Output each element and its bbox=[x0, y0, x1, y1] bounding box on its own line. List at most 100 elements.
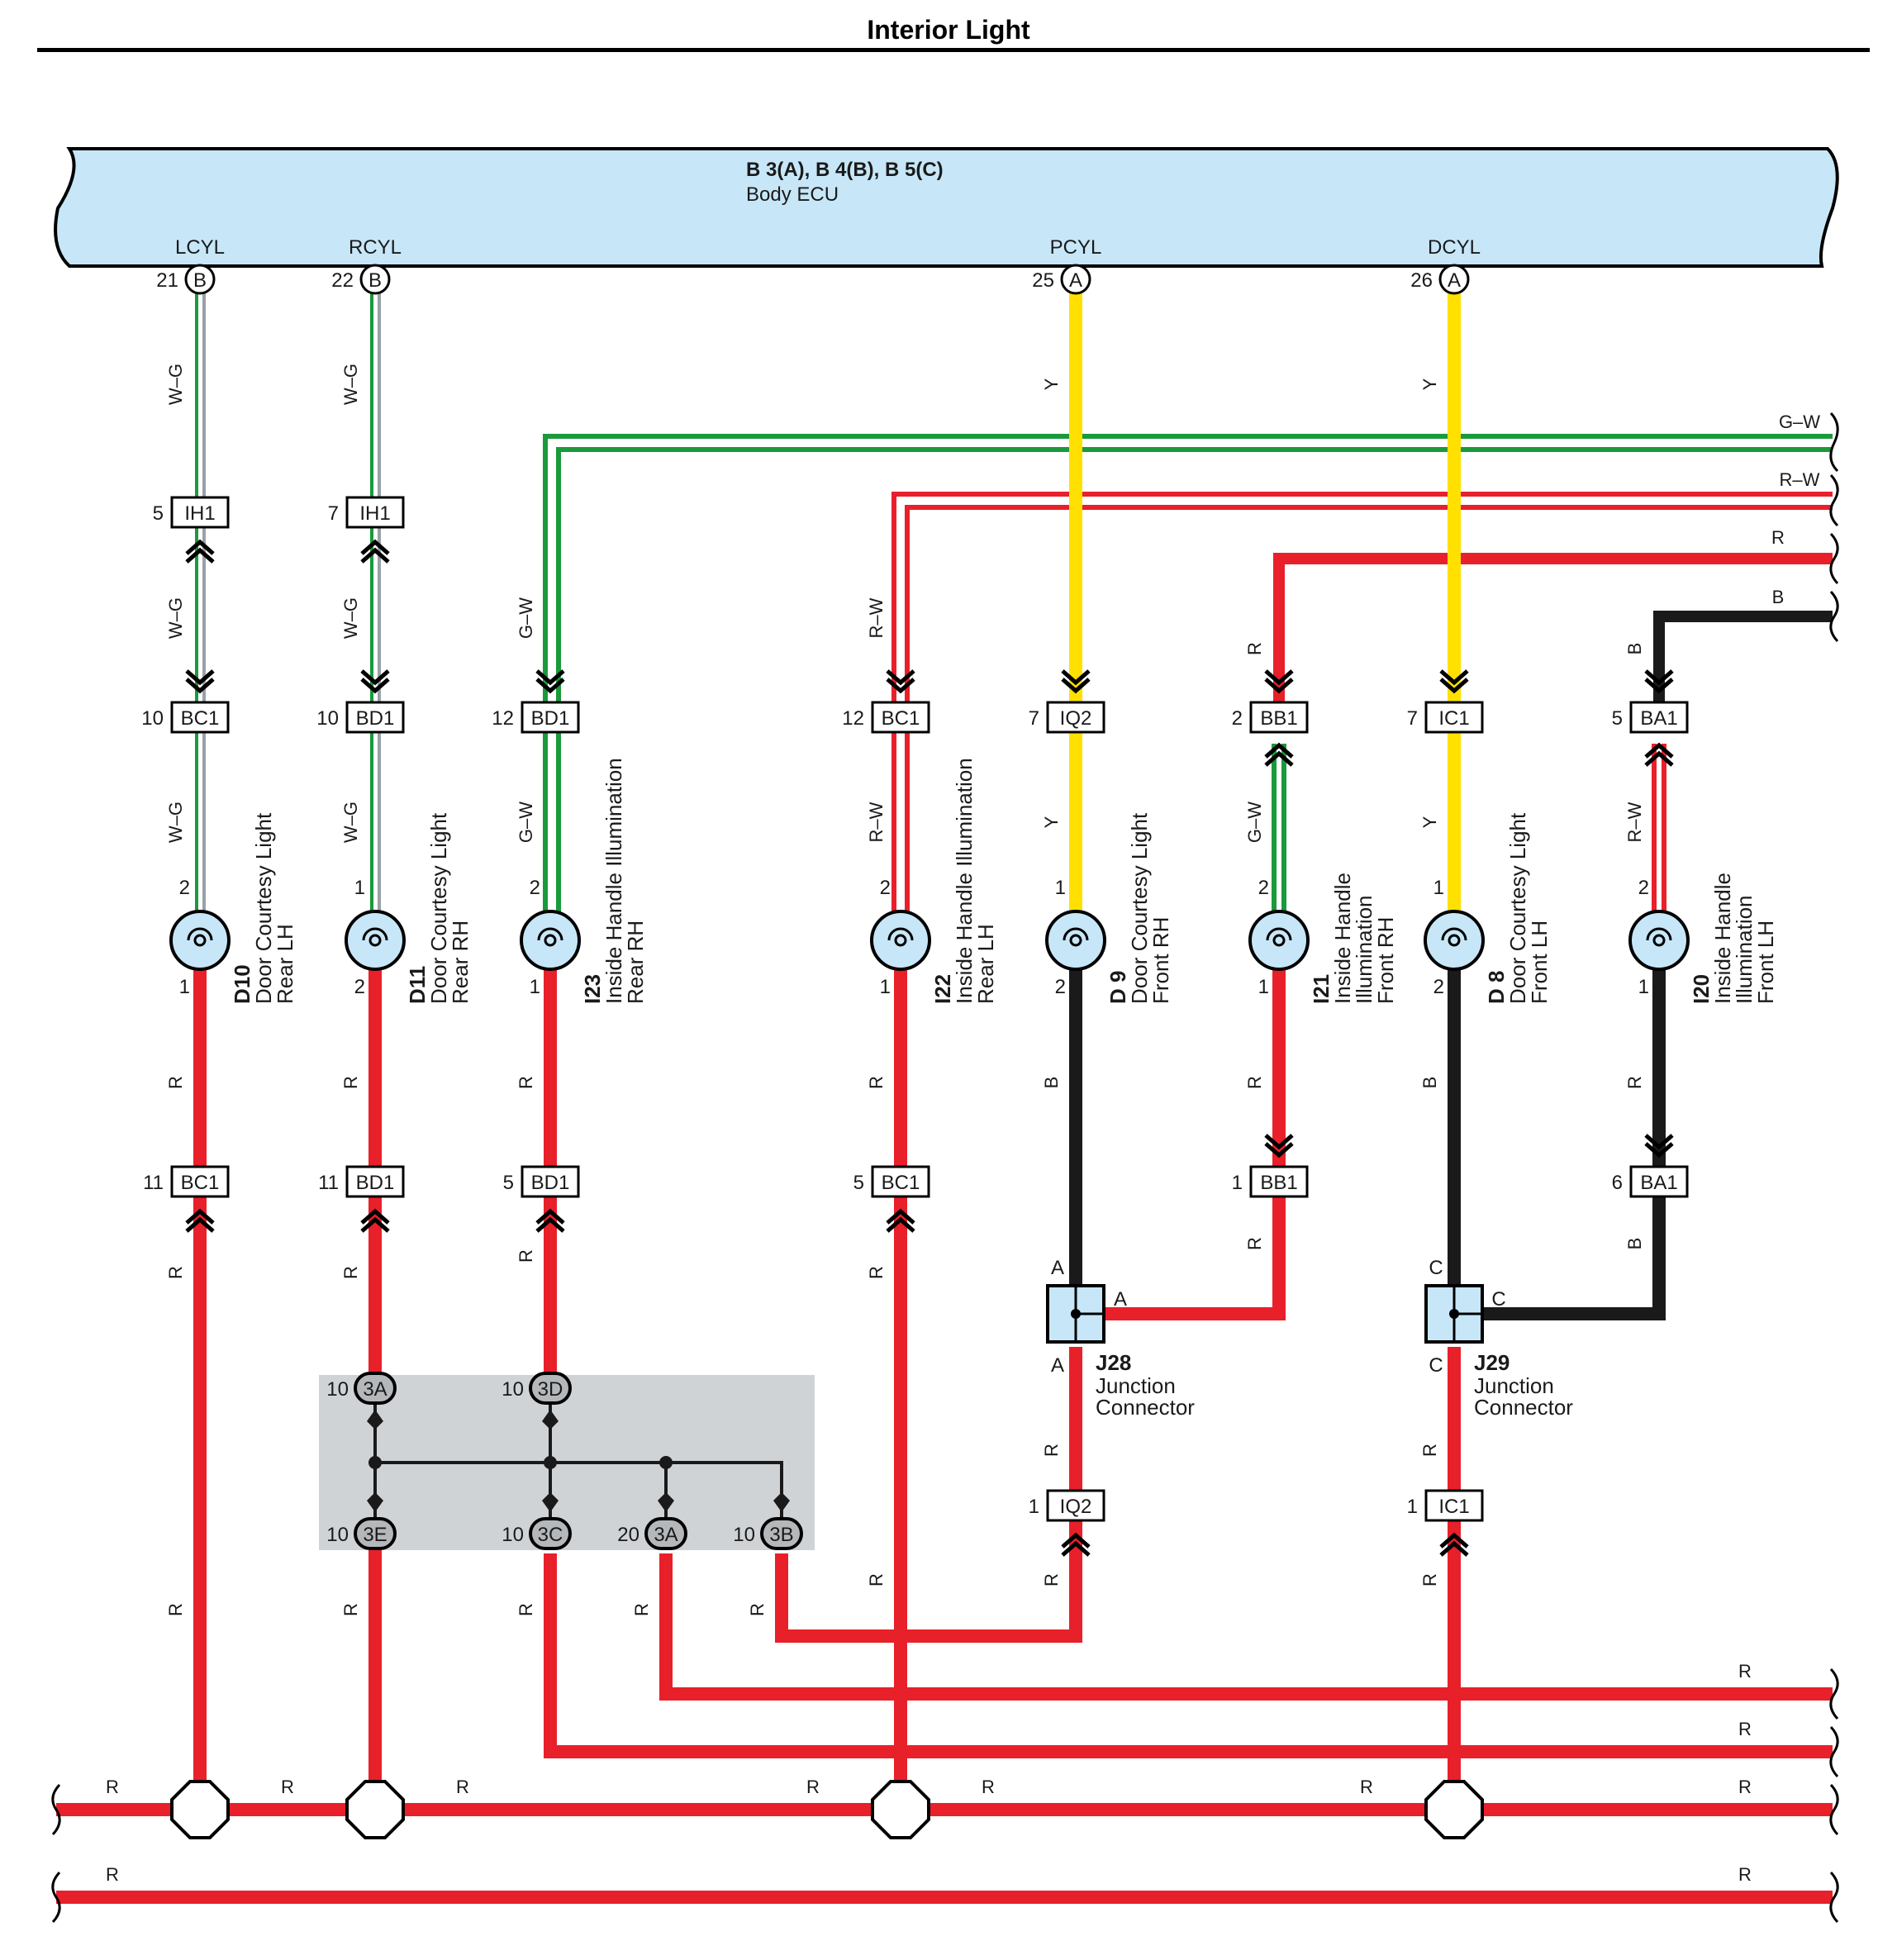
chevron-down-icon bbox=[1264, 669, 1294, 686]
connector-low-name: BD1 bbox=[356, 1172, 395, 1194]
wire-label-lamp: Y bbox=[1419, 816, 1440, 828]
ecu-terminal-pin: 25 bbox=[1032, 269, 1054, 292]
wire-label-bottom: R bbox=[165, 1266, 186, 1279]
device-id: D10 bbox=[230, 964, 254, 1004]
connector-junction-pin: 1 bbox=[1029, 1496, 1039, 1518]
lamp-filament-icon bbox=[1448, 934, 1461, 947]
term-label-dcyl: DCYL bbox=[1428, 236, 1481, 259]
lamp-pin-bottom: 2 bbox=[354, 976, 365, 998]
connector-mid-pin: 2 bbox=[1232, 707, 1243, 730]
lamp-pin-top: 2 bbox=[530, 877, 540, 899]
wire-label-low: R bbox=[516, 1076, 536, 1089]
wire-label-top: R bbox=[1244, 642, 1265, 655]
wire-label-jb: R bbox=[340, 1603, 361, 1616]
wire-label-junction-after: R bbox=[1041, 1573, 1062, 1587]
device-name: Rear RH bbox=[623, 921, 648, 1004]
device-name: Inside Handle Illumination bbox=[952, 758, 977, 1004]
lamp-pin-top: 2 bbox=[1638, 877, 1649, 899]
wire-r-w-i22 bbox=[891, 492, 1833, 917]
jb-bottom-box bbox=[644, 1517, 687, 1550]
lamp-filament-icon bbox=[544, 934, 557, 947]
wire-label-lamp: R–W bbox=[1624, 802, 1645, 842]
wire-g-w-i23 bbox=[543, 434, 1833, 917]
chevron-down-icon bbox=[1264, 1134, 1294, 1150]
wire-label-lamp: R–W bbox=[866, 802, 887, 842]
device-name: Inside Handle Illumination bbox=[601, 758, 626, 1004]
connector-low-pin: 1 bbox=[1232, 1172, 1243, 1194]
wire-label-top: W–G bbox=[165, 364, 186, 405]
connector-mid-pin: 7 bbox=[1029, 707, 1039, 730]
lamp-filament-icon bbox=[193, 934, 207, 947]
chevron-down-icon bbox=[1644, 678, 1674, 694]
junction-terminal: C bbox=[1429, 1354, 1443, 1377]
connector-mid-box bbox=[1249, 701, 1309, 734]
wire-label-lamp: G–W bbox=[516, 802, 536, 843]
lamp-pin-bottom: 1 bbox=[880, 976, 891, 998]
device-name: Rear RH bbox=[448, 921, 473, 1004]
term-label-lcyl: LCYL bbox=[175, 236, 225, 259]
chevron-up-icon bbox=[1264, 742, 1294, 759]
bus-label: R bbox=[1738, 1777, 1752, 1797]
jb-bottom-box bbox=[529, 1517, 572, 1550]
lamp-bulb-icon bbox=[1424, 910, 1485, 971]
device-id: I23 bbox=[580, 974, 605, 1004]
chevron-up-icon bbox=[1061, 1532, 1091, 1548]
connector-low-box bbox=[345, 1165, 405, 1198]
junction-name: Junction bbox=[1096, 1373, 1176, 1398]
connector-junction-box bbox=[1424, 1489, 1484, 1522]
connector-mid-pin: 12 bbox=[842, 707, 864, 730]
lamp-filament-icon bbox=[1063, 927, 1089, 941]
jb-bottom-pin: 10 bbox=[502, 1524, 524, 1546]
connector-mid-pin: 12 bbox=[492, 707, 514, 730]
bus-label: R bbox=[456, 1777, 469, 1797]
title-rule bbox=[37, 48, 1870, 52]
device-name: Front LH bbox=[1527, 921, 1552, 1004]
chevron-up-icon bbox=[535, 1208, 565, 1225]
wire-w-g-rcyl bbox=[370, 293, 381, 917]
lamp-pin-top: 1 bbox=[1433, 877, 1444, 899]
device-name: Inside Handle bbox=[1330, 873, 1355, 1004]
connector-low-pin: 5 bbox=[503, 1172, 514, 1194]
junction-terminal: C bbox=[1429, 1257, 1443, 1279]
jb-top-name: 3D bbox=[538, 1378, 563, 1401]
wire-label-lamp: W–G bbox=[165, 802, 186, 843]
jb-top-box bbox=[354, 1372, 397, 1405]
bus-label: R bbox=[106, 1777, 119, 1797]
connector-mid-box bbox=[170, 701, 230, 734]
chevron-down-icon bbox=[1644, 669, 1674, 686]
chevron-up-icon bbox=[1644, 742, 1674, 759]
connector-mid-name: BC1 bbox=[181, 707, 220, 730]
connector-low-name: BD1 bbox=[531, 1172, 570, 1194]
wire-label-jb: R bbox=[516, 1603, 536, 1616]
bus-label: R bbox=[1738, 1864, 1752, 1885]
chevron-up-icon bbox=[185, 1216, 215, 1233]
lamp-pin-top: 1 bbox=[1055, 877, 1066, 899]
jb-bottom-box bbox=[760, 1517, 803, 1550]
wire-label-bottom: R bbox=[340, 1266, 361, 1279]
term-label-pcyl: PCYL bbox=[1050, 236, 1102, 259]
connector-mid-name: BD1 bbox=[531, 707, 570, 730]
chevron-down-icon bbox=[1644, 1142, 1674, 1158]
wire-label-top: Y bbox=[1419, 378, 1440, 390]
device-name: Door Courtesy Light bbox=[1127, 812, 1152, 1004]
connector-mid-box bbox=[1424, 701, 1484, 734]
lamp-bulb-icon bbox=[870, 910, 931, 971]
term-label-rcyl: RCYL bbox=[349, 236, 402, 259]
connector-mid-box bbox=[345, 701, 405, 734]
connector-junction-pin: 1 bbox=[1407, 1496, 1418, 1518]
chevron-down-icon bbox=[1061, 669, 1091, 686]
device-name: Front LH bbox=[1753, 921, 1778, 1004]
device-name: Illumination bbox=[1732, 895, 1757, 1004]
connector-mid-box bbox=[1046, 701, 1105, 734]
wire-label-d10-bottom: R bbox=[165, 1603, 186, 1616]
ecu-block bbox=[54, 147, 1839, 268]
connector-upper-box bbox=[345, 496, 405, 529]
jb-top-pin: 10 bbox=[502, 1378, 524, 1401]
jb-bottom-pin: 20 bbox=[617, 1524, 639, 1546]
lamp-pin-top: 2 bbox=[880, 877, 891, 899]
wire-label-bottom: R bbox=[1244, 1237, 1265, 1250]
wire-label-bottom: R bbox=[516, 1249, 536, 1263]
lamp-pin-top: 2 bbox=[179, 877, 190, 899]
device-name: Front RH bbox=[1373, 917, 1398, 1004]
